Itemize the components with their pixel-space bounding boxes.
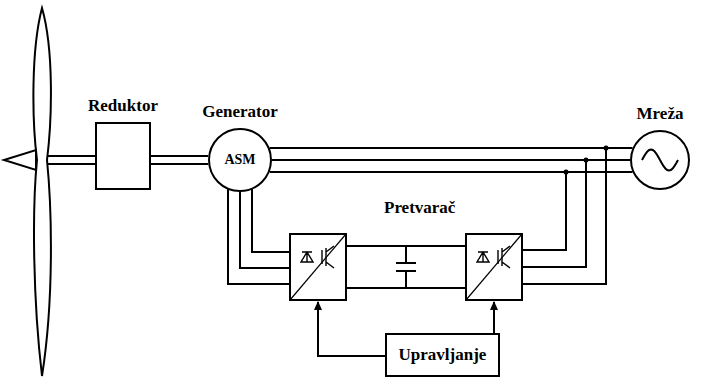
- connector: [151, 156, 208, 164]
- box-node: Upravljanje: [385, 333, 500, 377]
- circle-node: GeneratorASM: [208, 128, 272, 192]
- node-text: Generator: [202, 103, 278, 122]
- circle-outline: [630, 130, 690, 190]
- control-signal: [493, 302, 495, 333]
- rotor-wire: [240, 192, 290, 268]
- rotor-wire: [228, 189, 290, 284]
- rect-outline: [95, 122, 151, 190]
- connector: [270, 148, 633, 172]
- converter-diagonal: [290, 234, 346, 300]
- grid-wire: [522, 148, 606, 284]
- grid-wire: [522, 172, 566, 250]
- rotor-blade: [33, 8, 51, 376]
- converter-diagonal: [466, 234, 522, 300]
- node-text: Reduktor: [88, 97, 158, 116]
- node-text: ASM: [224, 152, 255, 167]
- dc-capacitor: [396, 246, 416, 288]
- circle-node: Mreža: [630, 130, 690, 190]
- part-label: Pretvarač: [384, 198, 455, 218]
- grid-wire: [522, 160, 586, 267]
- shaft: [48, 163, 95, 165]
- grid-side-converter: [466, 234, 522, 300]
- hub: [4, 150, 36, 170]
- rotor-wire: [252, 189, 290, 252]
- node-text: Mreža: [637, 105, 684, 124]
- control-signal: [318, 302, 385, 356]
- shaft: [48, 155, 95, 157]
- node-text: Upravljanje: [399, 346, 487, 365]
- machine-side-converter: [290, 234, 346, 300]
- box-node: Reduktor: [95, 122, 151, 190]
